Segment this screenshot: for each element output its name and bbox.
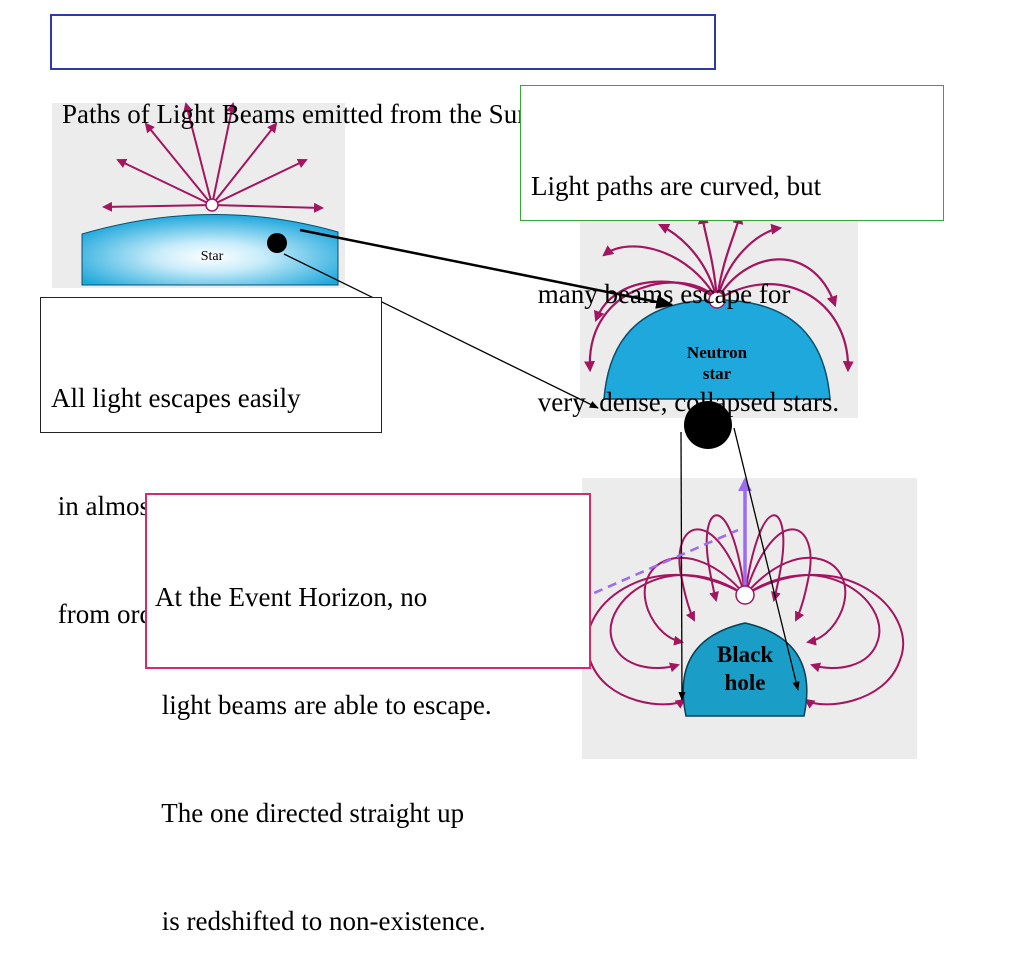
beam	[643, 556, 746, 646]
black-hole-body	[682, 622, 808, 717]
ordinary-star-panel: Star	[52, 102, 345, 288]
emission-point	[735, 585, 755, 605]
note-line: At the Event Horizon, no	[155, 582, 428, 612]
beam	[705, 514, 746, 602]
black-hole-panel: Black hole	[582, 477, 917, 759]
arrow-to-neutron-star	[299, 228, 674, 309]
note-line: All light escapes easily	[51, 383, 301, 413]
beam	[183, 102, 213, 206]
beam	[211, 122, 278, 206]
beam	[716, 283, 854, 373]
neutron-star-panel: Neutron star	[580, 212, 858, 418]
beam	[211, 102, 237, 206]
title-box: Paths of Light Beams emitted from the Su…	[50, 14, 716, 129]
black-hole-label-line2: hole	[725, 670, 766, 695]
beam	[116, 158, 213, 206]
beam	[744, 528, 812, 622]
ordinary-star-marker	[267, 233, 287, 253]
note-line: very dense, collapsed stars.	[531, 387, 840, 417]
beam	[144, 122, 213, 206]
star-label: Star	[201, 249, 224, 264]
note-line: many beams escape for	[531, 279, 791, 309]
beam	[716, 258, 838, 308]
note-line: Light paths are curved, but	[531, 171, 822, 201]
ordinary-star-note: All light escapes easily in almost strai…	[40, 297, 382, 629]
arrow-down-left	[678, 431, 686, 701]
neutron-star-label-line2: star	[703, 364, 732, 383]
ordinary-star-body	[81, 214, 339, 286]
black-hole-label-line1: Black	[717, 642, 773, 667]
beam	[609, 574, 746, 673]
arrow-down-right	[733, 427, 800, 691]
beam	[697, 212, 719, 301]
ordinary-star-beams	[102, 102, 324, 213]
diagram-canvas: Star Neutron star	[52, 102, 917, 759]
black-hole-note: At the Event Horizon, no light beams are…	[145, 493, 591, 936]
beam	[744, 574, 905, 709]
arrow-to-neutron-bottom	[283, 253, 599, 409]
neutron-star-beams	[584, 212, 854, 373]
emission-point	[708, 291, 726, 309]
beam	[744, 556, 847, 646]
note-line: light beams are able to escape.	[155, 690, 492, 720]
neutron-star-label-line1: Neutron	[687, 343, 748, 362]
beam	[593, 280, 718, 323]
emission-point	[205, 198, 219, 212]
neutron-star-note: Light paths are curved, but many beams e…	[520, 85, 944, 417]
beam	[678, 528, 746, 622]
beam	[715, 223, 783, 301]
beam	[658, 224, 719, 301]
beam	[211, 202, 324, 213]
beam	[744, 514, 785, 602]
beam	[584, 281, 718, 373]
note-line: The one directed straight up	[155, 798, 465, 828]
beam	[102, 201, 213, 212]
beam	[602, 245, 718, 301]
beam	[715, 212, 744, 301]
beam	[211, 158, 308, 206]
note-line: is redshifted to non-existence.	[155, 906, 486, 936]
neutron-star-marker	[684, 401, 732, 449]
